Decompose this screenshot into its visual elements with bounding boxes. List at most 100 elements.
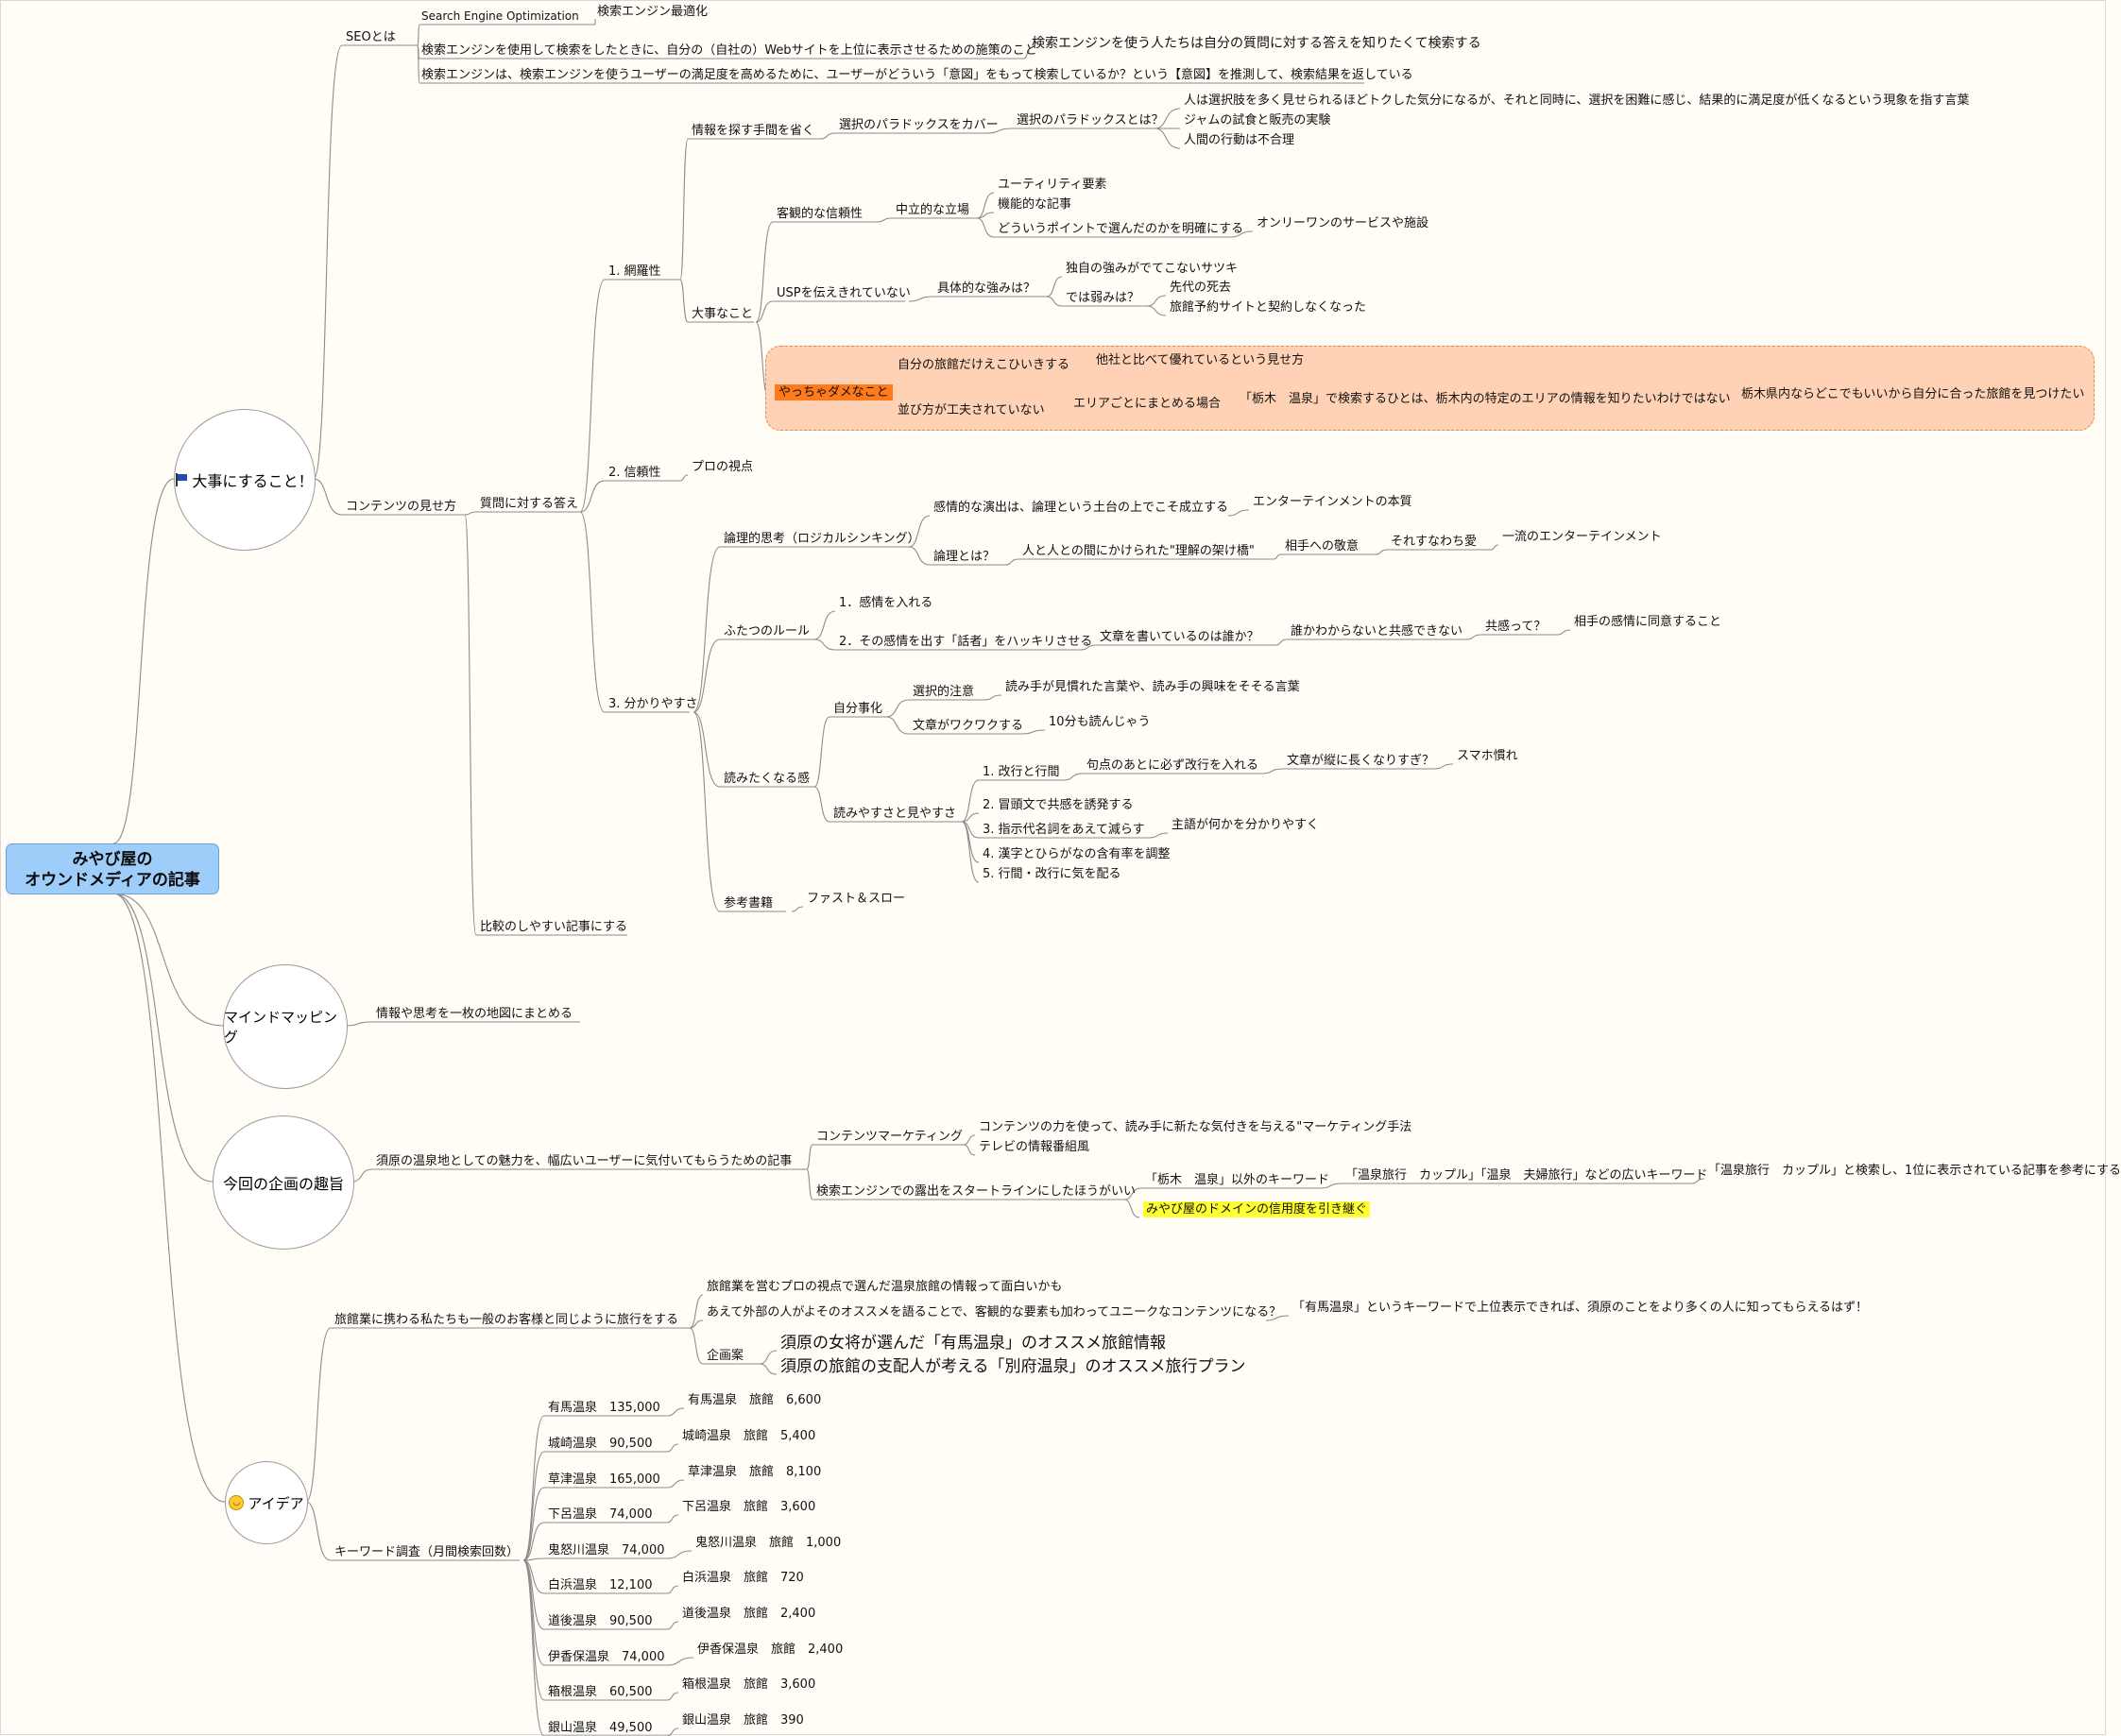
node-idea-plan[interactable]: 企画案 [707, 1349, 744, 1363]
node-mindmap-a[interactable]: 情報や思考を一枚の地図にまとめる [376, 1007, 573, 1021]
node-utility[interactable]: ユーティリティ要素 [998, 178, 1107, 192]
node-strength-a[interactable]: 独自の強みがでてこないサツキ [1066, 262, 1239, 276]
node-seo-a[interactable]: Search Engine Optimization [421, 9, 579, 23]
keyword-ryokan-item[interactable]: 箱根温泉 旅館 3,600 [682, 1677, 816, 1692]
node-ng-b3[interactable]: 栃木県内ならどこでもいいから自分に合った旅館を見つけたい [1741, 387, 2085, 401]
node-selective[interactable]: 選択的注意 [913, 685, 975, 699]
node-p3[interactable]: 3. 分かりやすさ [608, 697, 698, 711]
node-idea-plan1[interactable]: 須原の女将が選んだ「有馬温泉」のオススメ旅館情報 [780, 1334, 1166, 1353]
node-seo-b1[interactable]: 検索エンジンを使う人たちは自分の質問に対する答えを知りたくて検索する [1032, 36, 1481, 51]
node-cm[interactable]: コンテンツマーケティング [816, 1130, 963, 1144]
node-objective[interactable]: 客観的な信頼性 [777, 207, 864, 221]
topic-purpose[interactable]: 今回の企画の趣旨 [213, 1115, 354, 1250]
node-r4[interactable]: 4. 漢字とひらがなの含有率を調整 [983, 847, 1171, 861]
node-r1a[interactable]: 句点のあとに必ず改行を入れる [1086, 758, 1259, 773]
keyword-item[interactable]: 有馬温泉 135,000 [548, 1401, 660, 1415]
node-seo-c[interactable]: 検索エンジンは、検索エンジンを使うユーザーの満足度を高めるために、ユーザーがどう… [421, 68, 1413, 82]
node-love[interactable]: それすなわち愛 [1391, 535, 1478, 549]
node-idea-travel[interactable]: 旅館業に携わる私たちも一般のお客様と同じように旅行をする [334, 1313, 679, 1327]
topic-idea[interactable]: ◡アイデア [225, 1461, 308, 1544]
topic-important[interactable]: 大事にすること！ [174, 409, 316, 551]
node-purpose-a[interactable]: 須原の温泉地としての魅力を、幅広いユーザーに気付いてもらうための記事 [376, 1154, 793, 1168]
node-ng-b[interactable]: 並び方が工夫されていない [898, 403, 1045, 417]
node-emotion-stage[interactable]: 感情的な演出は、論理という土台の上でこそ成立する [933, 501, 1229, 515]
node-wakuwaku[interactable]: 文章がワクワクする [913, 719, 1024, 733]
node-paradox-3[interactable]: 人間の行動は不合理 [1184, 133, 1295, 147]
node-usp[interactable]: USPを伝えきれていない [777, 286, 911, 300]
node-se2[interactable]: みやび屋のドメインの信用度を引き継ぐ [1143, 1201, 1371, 1217]
node-weak-q[interactable]: では弱みは？ [1066, 291, 1140, 305]
node-r3a[interactable]: 主語が何かを分かりやすく [1172, 818, 1320, 832]
node-r1[interactable]: 1. 改行と行間 [983, 765, 1060, 779]
node-important[interactable]: 大事なこと [692, 307, 754, 321]
node-ent-essence[interactable]: エンターテインメントの本質 [1253, 495, 1412, 509]
keyword-ryokan-item[interactable]: 草津温泉 旅館 8,100 [688, 1465, 822, 1479]
node-paradox-q[interactable]: 選択のパラドックスとは？ [1017, 113, 1164, 128]
node-logic-q[interactable]: 論理とは？ [933, 550, 996, 564]
keyword-item[interactable]: 城崎温泉 90,500 [548, 1437, 653, 1451]
root-topic[interactable]: みやび屋の オウンドメディアの記事 [6, 843, 219, 894]
node-idea-t2[interactable]: あえて外部の人がよそのオススメを語ることで、客観的な要素も加わってユニークなコン… [707, 1305, 1282, 1319]
node-p1[interactable]: 1. 網羅性 [608, 264, 661, 279]
node-se1b[interactable]: 「温泉旅行 カップル」と検索し、1位に表示されている記事を参考にする [1708, 1164, 2121, 1178]
keyword-ryokan-item[interactable]: 銀山温泉 旅館 390 [682, 1713, 804, 1727]
keyword-item[interactable]: 白浜温泉 12,100 [548, 1578, 653, 1592]
node-compare[interactable]: 比較のしやすい記事にする [480, 920, 628, 934]
keyword-ryokan-item[interactable]: 有馬温泉 旅館 6,600 [688, 1393, 822, 1407]
node-answer[interactable]: 質問に対する答え [480, 497, 579, 511]
node-want-read[interactable]: 読みたくなる感 [724, 772, 811, 786]
keyword-ryokan-item[interactable]: 伊香保温泉 旅館 2,400 [697, 1642, 844, 1657]
node-selective-a[interactable]: 読み手が見慣れた言葉や、読み手の興味をそそる言葉 [1005, 680, 1300, 694]
keyword-ryokan-item[interactable]: 道後温泉 旅館 2,400 [682, 1607, 816, 1621]
node-r2[interactable]: 2. 冒頭文で共感を誘発する [983, 798, 1134, 812]
keyword-item[interactable]: 下呂温泉 74,000 [548, 1507, 653, 1522]
keyword-item[interactable]: 箱根温泉 60,500 [548, 1685, 653, 1699]
keyword-item[interactable]: 伊香保温泉 74,000 [548, 1650, 665, 1664]
node-readable[interactable]: 読みやすさと見やすさ [833, 807, 957, 821]
topic-mindmapping[interactable]: マインドマッピング [223, 964, 348, 1089]
keyword-ryokan-item[interactable]: 白浜温泉 旅館 720 [682, 1571, 804, 1585]
node-r5[interactable]: 5. 行間・改行に気を配る [983, 867, 1121, 881]
node-se[interactable]: 検索エンジンでの露出をスタートラインにしたほうがいい [816, 1184, 1137, 1199]
node-which-point[interactable]: どういうポイントで選んだのかを明確にする [998, 222, 1244, 236]
keyword-item[interactable]: 草津温泉 165,000 [548, 1472, 660, 1487]
node-ng-a1[interactable]: 他社と比べて優れているという見せ方 [1096, 353, 1305, 367]
node-idea-kw[interactable]: キーワード調査（月間検索回数） [334, 1545, 520, 1559]
node-cm2[interactable]: テレビの情報番組風 [979, 1140, 1090, 1154]
node-idea-plan2[interactable]: 須原の旅館の支配人が考える「別府温泉」のオススメ旅行プラン [780, 1357, 1246, 1376]
node-idea-t1[interactable]: 旅館業を営むプロの視点で選んだ温泉旅館の情報って面白いかも [707, 1280, 1063, 1294]
node-rule2[interactable]: 2．その感情を出す「話者」をハッキリさせる [839, 635, 1093, 649]
node-ng[interactable]: やっちゃダメなこと [775, 384, 893, 400]
node-neutral[interactable]: 中立的な立場 [896, 203, 970, 217]
node-seo-a1[interactable]: 検索エンジン最適化 [597, 5, 709, 19]
node-reference[interactable]: 参考書籍 [724, 896, 774, 911]
keyword-ryokan-item[interactable]: 城崎温泉 旅館 5,400 [682, 1429, 816, 1443]
node-info[interactable]: 情報を探す手間を省く [692, 124, 815, 138]
node-ten-min[interactable]: 10分も読んじゃう [1049, 715, 1151, 729]
node-paradox-cover[interactable]: 選択のパラドックスをカバー [839, 118, 999, 132]
node-first-ent[interactable]: 一流のエンターテインメント [1502, 530, 1662, 544]
node-weak-1[interactable]: 先代の死去 [1170, 281, 1232, 295]
node-bridge[interactable]: 人と人との間にかけられた"理解の架け橋" [1022, 544, 1255, 558]
keyword-item[interactable]: 道後温泉 90,500 [548, 1614, 653, 1628]
node-seo[interactable]: SEOとは [346, 30, 396, 44]
node-pro[interactable]: プロの視点 [692, 460, 754, 474]
node-empathy-q[interactable]: 共感って？ [1485, 620, 1547, 634]
keyword-ryokan-item[interactable]: 鬼怒川温泉 旅館 1,000 [695, 1536, 842, 1550]
node-r1c[interactable]: スマホ慣れ [1457, 749, 1518, 763]
node-ng-a[interactable]: 自分の旅館だけえこひいきする [898, 358, 1070, 372]
node-only-one[interactable]: オンリーワンのサービスや施設 [1257, 216, 1429, 230]
node-self[interactable]: 自分事化 [833, 702, 883, 716]
node-seo-b[interactable]: 検索エンジンを使用して検索をしたときに、自分の（自社の）Webサイトを上位に表示… [421, 43, 1037, 58]
node-weak-2[interactable]: 旅館予約サイトと契約しなくなった [1170, 300, 1367, 315]
node-functional[interactable]: 機能的な記事 [998, 197, 1072, 212]
node-two-rules[interactable]: ふたつのルール [724, 624, 811, 638]
node-p2[interactable]: 2. 信頼性 [608, 466, 661, 480]
node-who-writes[interactable]: 文章を書いているのは誰か？ [1100, 630, 1259, 644]
node-cm1[interactable]: コンテンツの力を使って、読み手に新たな気付きを与える"マーケティング手法 [979, 1120, 1412, 1134]
keyword-ryokan-item[interactable]: 下呂温泉 旅館 3,600 [682, 1500, 816, 1514]
keyword-item[interactable]: 銀山温泉 49,500 [548, 1721, 653, 1735]
node-paradox-2[interactable]: ジャムの試食と販売の実験 [1184, 113, 1331, 128]
node-content[interactable]: コンテンツの見せ方 [346, 500, 457, 514]
node-ng-b1[interactable]: エリアごとにまとめる場合 [1073, 397, 1222, 411]
